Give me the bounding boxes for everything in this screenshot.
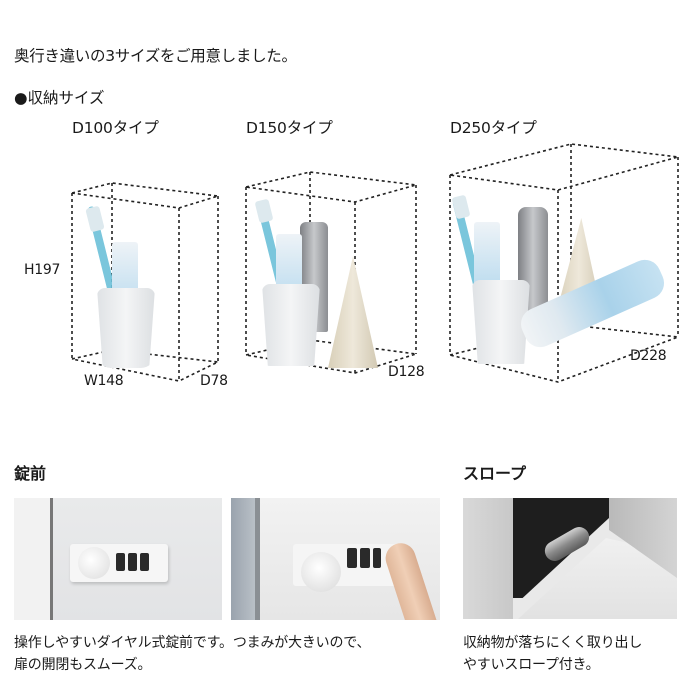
type-label-d150: D150タイプ	[246, 119, 333, 137]
slope-photo	[463, 498, 677, 619]
dial-1-icon	[116, 553, 125, 571]
lock-photo-front	[14, 498, 222, 620]
dial-1-icon	[347, 548, 357, 568]
intro-text: 奥行き違いの3サイズをご用意しました。	[14, 47, 297, 65]
dim-height-d100: H197	[24, 262, 61, 278]
dial-3-icon	[140, 553, 149, 571]
lock-section-title: 錠前	[14, 464, 47, 483]
slope-caption-line1: 収納物が落ちにくく取り出し	[463, 635, 643, 651]
lock-caption-line1: 操作しやすいダイヤル式錠前です。つまみが大きいので、	[14, 635, 371, 651]
storage-size-heading: ●収納サイズ	[14, 89, 105, 107]
type-label-d100: D100タイプ	[72, 119, 159, 137]
slope-section-title: スロープ	[463, 464, 527, 483]
dim-depth-d150: D128	[388, 364, 425, 380]
cup-icon	[97, 288, 155, 368]
dial-2-icon	[360, 548, 370, 568]
toothpaste-icon	[474, 222, 500, 288]
lock-caption-line2: 扉の開閉もスムーズ。	[14, 657, 152, 673]
dial-2-icon	[128, 553, 137, 571]
d250-dashed-box	[449, 143, 679, 383]
dim-depth-d250: D228	[630, 348, 667, 364]
lock-photo-hand	[231, 498, 440, 620]
dim-depth-d100: D78	[200, 373, 228, 389]
slope-caption-line2: やすいスロープ付き。	[463, 657, 600, 673]
type-label-d250: D250タイプ	[450, 119, 537, 137]
cup-icon	[262, 284, 320, 366]
dim-width-d100: W148	[84, 373, 124, 389]
lock-knob-icon	[301, 552, 341, 592]
lock-knob-icon	[78, 547, 110, 579]
dial-3-icon	[373, 548, 381, 568]
